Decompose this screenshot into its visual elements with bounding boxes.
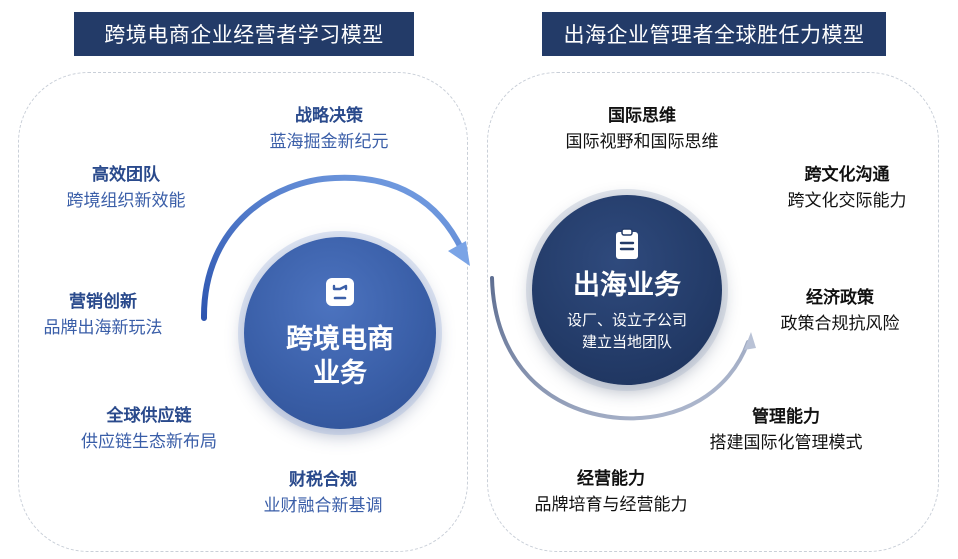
- node-management-ability: 管理能力 搭建国际化管理模式: [710, 405, 863, 457]
- node-title: 经营能力: [577, 469, 645, 489]
- node-tax-compliance: 财税合规 业财融合新基调: [264, 468, 383, 520]
- node-economic-policy: 经济政策 政策合规抗风险: [781, 286, 900, 338]
- node-strategy-decision: 战略决策 蓝海掘金新纪元: [270, 104, 389, 156]
- right-arc-arrowhead: [744, 332, 756, 350]
- left-hub-title: 跨境电商业务: [286, 324, 394, 389]
- right-model-banner: 出海企业管理者全球胜任力模型: [542, 12, 886, 56]
- node-title: 高效团队: [92, 165, 160, 185]
- node-global-supply-chain: 全球供应链 供应链生态新布局: [81, 404, 217, 456]
- right-hub-circle: 出海业务 设厂、设立子公司 建立当地团队: [532, 195, 722, 385]
- node-title: 财税合规: [289, 470, 357, 490]
- node-title: 全球供应链: [106, 406, 192, 426]
- node-desc: 政策合规抗风险: [780, 314, 900, 334]
- node-title: 管理能力: [752, 407, 820, 427]
- right-hub-subtitle-line2: 建立当地团队: [581, 333, 672, 351]
- node-desc: 国际视野和国际思维: [565, 132, 719, 152]
- node-title: 战略决策: [295, 106, 363, 126]
- document-list-icon: [616, 228, 638, 259]
- node-title: 国际思维: [608, 106, 676, 126]
- node-desc: 品牌培育与经营能力: [534, 495, 688, 515]
- node-desc: 搭建国际化管理模式: [709, 433, 863, 453]
- node-desc: 跨境组织新效能: [66, 191, 186, 211]
- node-title: 营销创新: [69, 292, 137, 312]
- node-cross-cultural-communication: 跨文化沟通 跨文化交际能力: [788, 163, 907, 215]
- clipboard-badge-icon: [326, 278, 354, 306]
- left-hub-circle: 跨境电商业务: [244, 237, 436, 429]
- node-desc: 供应链生态新布局: [81, 432, 217, 452]
- node-desc: 品牌出海新玩法: [43, 318, 163, 338]
- node-title: 跨文化沟通: [804, 165, 890, 185]
- node-title: 经济政策: [806, 288, 874, 308]
- node-desc: 跨文化交际能力: [787, 191, 907, 211]
- node-operating-ability: 经营能力 品牌培育与经营能力: [535, 467, 688, 519]
- left-model-banner: 跨境电商企业经营者学习模型: [74, 12, 414, 56]
- left-arc-arrowhead: [448, 241, 470, 266]
- right-hub-title: 出海业务: [573, 270, 681, 301]
- right-cycle-arc: [490, 276, 750, 421]
- node-international-thinking: 国际思维 国际视野和国际思维: [566, 104, 719, 156]
- node-desc: 业财融合新基调: [263, 496, 383, 516]
- node-desc: 蓝海掘金新纪元: [269, 132, 389, 152]
- node-efficient-team: 高效团队 跨境组织新效能: [67, 163, 186, 215]
- left-cycle-arc: [200, 174, 465, 321]
- right-hub-subtitle-line1: 设厂、设立子公司: [566, 311, 687, 329]
- node-marketing-innovation: 营销创新 品牌出海新玩法: [44, 290, 163, 342]
